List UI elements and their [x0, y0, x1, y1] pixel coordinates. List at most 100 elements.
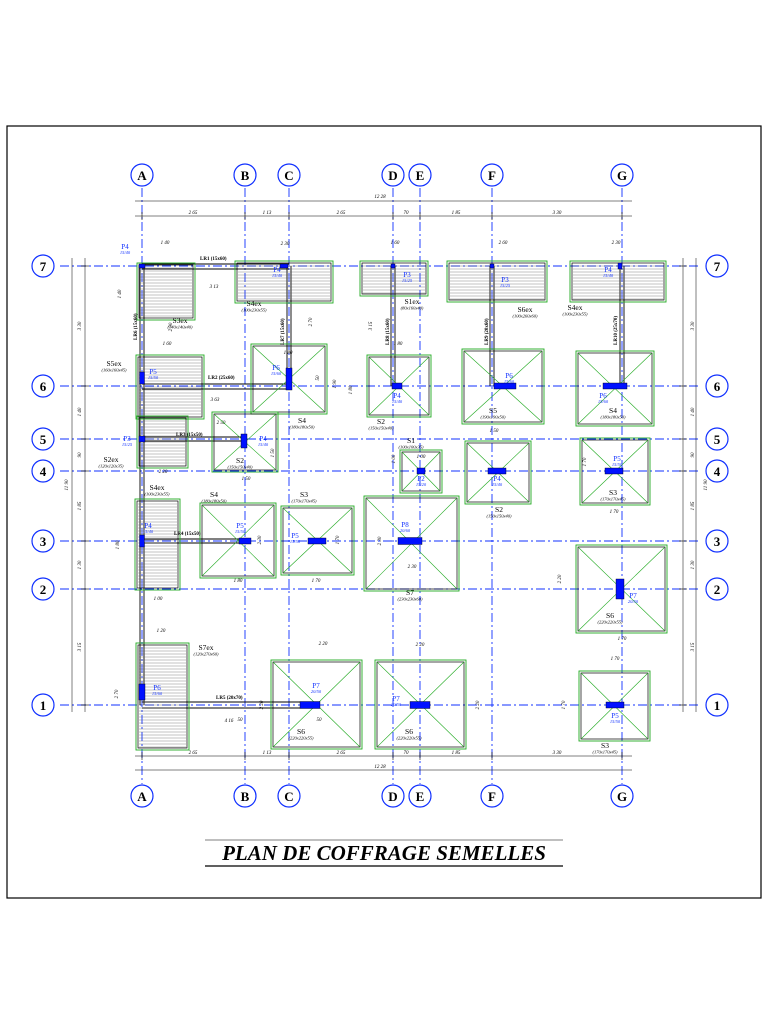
footing-label: S7	[406, 588, 414, 597]
column-size-label: 15/25	[122, 442, 133, 447]
local-dimension-label: 1 80	[349, 385, 354, 394]
footing-label: S4	[210, 490, 218, 499]
axis-bubble-col-g-bottom: G	[610, 784, 634, 808]
column-size-label: 15/40	[272, 273, 283, 278]
axis-label: B	[241, 168, 250, 183]
dimension-label: 3 30	[78, 321, 83, 330]
footing-size-label: (160x160x45)	[102, 368, 127, 373]
dimension-label: 1 30	[691, 560, 696, 569]
axis-bubble-col-b-bottom: B	[233, 784, 257, 808]
axis-bubble-row-2: 2	[31, 577, 55, 601]
axis-label: D	[388, 789, 397, 804]
footing-label: S3ex	[173, 316, 188, 325]
local-dimension-label: 1 80	[284, 351, 293, 356]
footing-size-label: (170x170x45)	[593, 750, 618, 755]
axis-bubble-col-d-bottom: D	[381, 784, 405, 808]
column-label: P3	[123, 435, 131, 443]
footing-label: S6ex	[518, 305, 533, 314]
footing-size-label: (180x180x50)	[601, 415, 626, 420]
dimension-label: 2 65	[337, 211, 346, 216]
column-label: P5	[149, 368, 157, 376]
footing-size-label: (80x160x40)	[401, 306, 424, 311]
local-dimension-label: 2 30	[612, 241, 621, 246]
local-dimension-label: 2 20	[476, 700, 481, 709]
dimension-label: 1 40	[78, 407, 83, 416]
footing-label: S4ex	[150, 483, 165, 492]
dimension-label: 3 30	[553, 751, 562, 756]
footing-label: S6	[405, 727, 413, 736]
local-dimension-label: 2 30	[378, 536, 383, 545]
column-size-label: 15/40	[392, 399, 403, 404]
axis-bubble-row-4: 4	[31, 459, 55, 483]
local-dimension-label: 3 63	[211, 398, 220, 403]
tie-beam-label: LR8 (15x60)	[386, 318, 391, 345]
tie-beam-label: LR5 (20x70)	[216, 696, 243, 701]
tie-beam-label: LR3 (15x50)	[176, 433, 203, 438]
local-dimension-label: 1 70	[562, 700, 567, 709]
footing-label: S2	[377, 417, 385, 426]
local-dimension-label: 2 20	[416, 643, 425, 648]
column-size-label: 15/50	[612, 462, 623, 467]
axis-bubble-col-b: B	[233, 163, 257, 187]
local-dimension-label: 1 60	[163, 342, 172, 347]
local-dimension-label: 50	[238, 718, 244, 723]
footing-label: S6	[606, 611, 614, 620]
axis-label: 6	[40, 379, 47, 394]
footing-size-label: (150x150x40)	[228, 465, 253, 470]
column-size-label: 15/25	[500, 283, 511, 288]
local-dimension-label: 1 80	[394, 342, 403, 347]
column-size-label: 15/50	[290, 539, 301, 544]
footing-label: S1	[407, 436, 415, 445]
axis-label: 5	[40, 432, 47, 447]
column-size-label: 20/50	[311, 689, 322, 694]
footing-label: S3	[300, 490, 308, 499]
tie-beam-label: LR6 (15x60)	[134, 313, 139, 340]
dimension-label: 1 13	[263, 211, 272, 216]
column-label: P5	[291, 532, 299, 540]
column-size-label: 15/60	[504, 379, 515, 384]
axis-label: F	[488, 168, 496, 183]
axis-bubble-row-1: 1	[31, 693, 55, 717]
tie-beam-label: LR4 (15x50)	[174, 532, 201, 537]
footing-size-label: (170x170x45)	[601, 497, 626, 502]
footing-label: S5	[489, 406, 497, 415]
local-dimension-label: 1 50	[490, 429, 499, 434]
tie-beam-label: LR9 (20x60)	[485, 318, 490, 345]
dimension-label: 2 65	[337, 751, 346, 756]
footing-size-label: (100x230x55)	[145, 492, 170, 497]
footing-size-label: (100x260x60)	[513, 314, 538, 319]
footing-label: S4	[609, 406, 617, 415]
footing-size-label: (100x100x35)	[399, 445, 424, 450]
local-dimension-label: 50	[316, 375, 321, 381]
axis-bubble-col-e: E	[408, 163, 432, 187]
axis-label: 2	[714, 582, 721, 597]
column-label: P4	[493, 475, 501, 483]
local-dimension-label: 3 15	[369, 321, 374, 330]
local-dimension-label: 1 70	[312, 579, 321, 584]
column-label: P3	[403, 271, 411, 279]
axis-label: 2	[40, 582, 47, 597]
footing-size-label: (100x230x55)	[563, 312, 588, 317]
local-dimension-label: 2 30	[281, 242, 290, 247]
axis-bubble-row-7: 7	[31, 254, 55, 278]
dimension-label: 2 65	[189, 751, 198, 756]
footing-s4ex: S4ex(100x230x55)	[134, 483, 181, 591]
axis-bubble-col-a-bottom: A	[130, 784, 154, 808]
axis-label: 4	[40, 464, 47, 479]
axis-bubble-col-a: A	[130, 163, 154, 187]
axis-label: G	[617, 168, 627, 183]
local-dimension-label: 1 60	[391, 241, 400, 246]
local-dimension-label: 1 70	[336, 535, 341, 544]
column-size-label: 15/50	[610, 719, 621, 724]
